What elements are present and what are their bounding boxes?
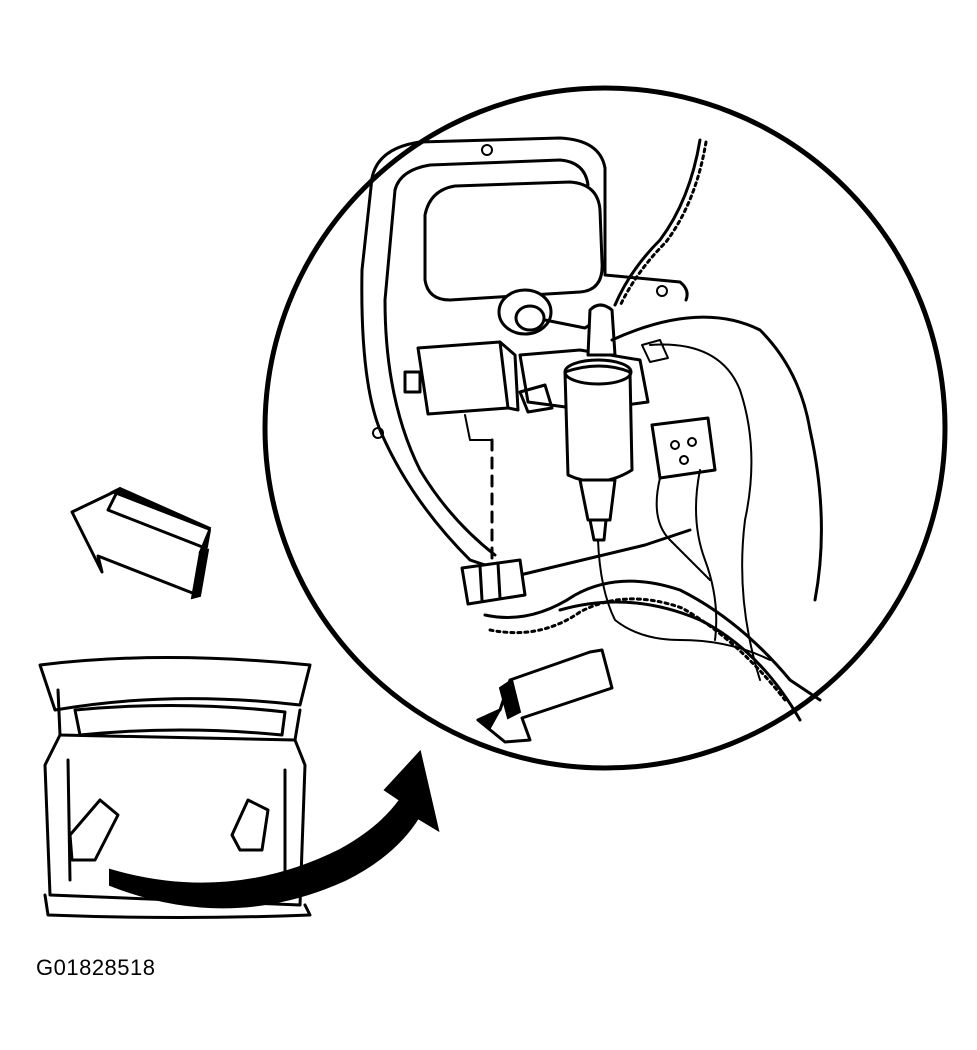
removal-arrow-icon	[475, 648, 614, 744]
relay-connector	[460, 558, 527, 606]
mounting-panel	[360, 136, 692, 577]
direction-arrow-icon	[70, 486, 212, 600]
pump-assembly	[518, 303, 669, 542]
switch	[650, 416, 717, 480]
relay	[403, 340, 520, 562]
tray-assembly	[38, 656, 312, 919]
lamp-housing	[423, 180, 604, 302]
bulb-socket	[497, 288, 602, 336]
figure-id-label: G01828518	[36, 955, 156, 980]
curved-arrow-icon	[109, 749, 440, 909]
wiring-harness	[483, 138, 823, 722]
